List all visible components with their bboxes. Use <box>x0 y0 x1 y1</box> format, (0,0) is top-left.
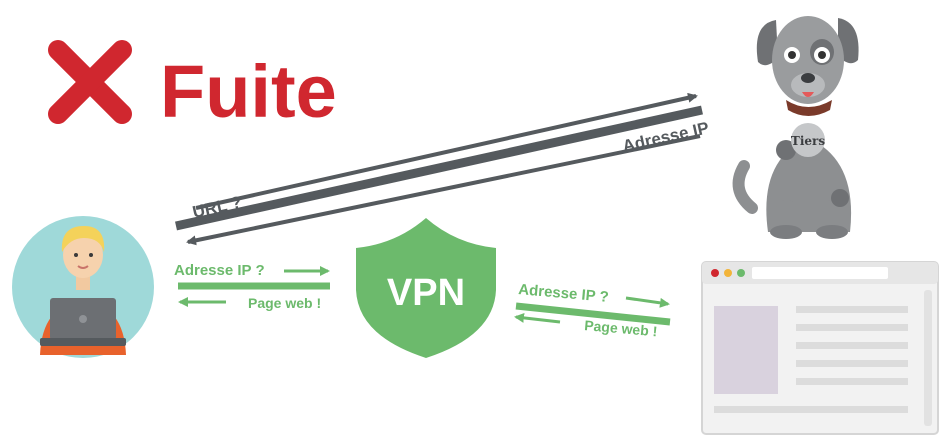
vpn-label: VPN <box>387 272 465 314</box>
user-face <box>63 232 103 278</box>
url-request-arrow <box>195 92 698 210</box>
address-bar <box>752 267 888 279</box>
leak-thick-line <box>175 105 703 231</box>
content-image-placeholder <box>714 306 778 394</box>
website-window <box>701 261 939 435</box>
third-party-dog: Tiers <box>732 16 859 239</box>
close-dot-icon <box>711 269 719 277</box>
user-vpn-arrows: Adresse IP ? Page web ! <box>174 262 330 311</box>
user-avatar <box>12 216 154 358</box>
leak-title-text: Fuite <box>160 50 337 133</box>
shield-icon <box>356 218 496 358</box>
site-vpn-response-label: Page web ! <box>584 317 658 339</box>
browser-scrollbar <box>924 290 932 426</box>
dog-tag-label: Tiers <box>791 134 825 148</box>
red-x-icon <box>48 40 132 124</box>
dog-collar <box>786 100 832 116</box>
ip-response-arrow <box>186 134 701 246</box>
user-hair <box>61 226 105 252</box>
dog-head <box>772 16 844 104</box>
vpn-user-response-label: Page web ! <box>248 295 321 311</box>
laptop-icon <box>40 298 126 346</box>
minimize-dot-icon <box>724 269 732 277</box>
vpn-site-thick-line <box>515 302 671 326</box>
vpn-site-arrows: Adresse IP ? Page web ! <box>514 281 671 339</box>
maximize-dot-icon <box>737 269 745 277</box>
user-vpn-request-label: Adresse IP ? <box>174 262 265 279</box>
leak-title: Fuite <box>48 40 337 133</box>
vpn-shield: VPN <box>356 218 496 358</box>
vpn-site-request-label: Adresse IP ? <box>518 281 610 306</box>
dog-tag <box>791 123 825 157</box>
